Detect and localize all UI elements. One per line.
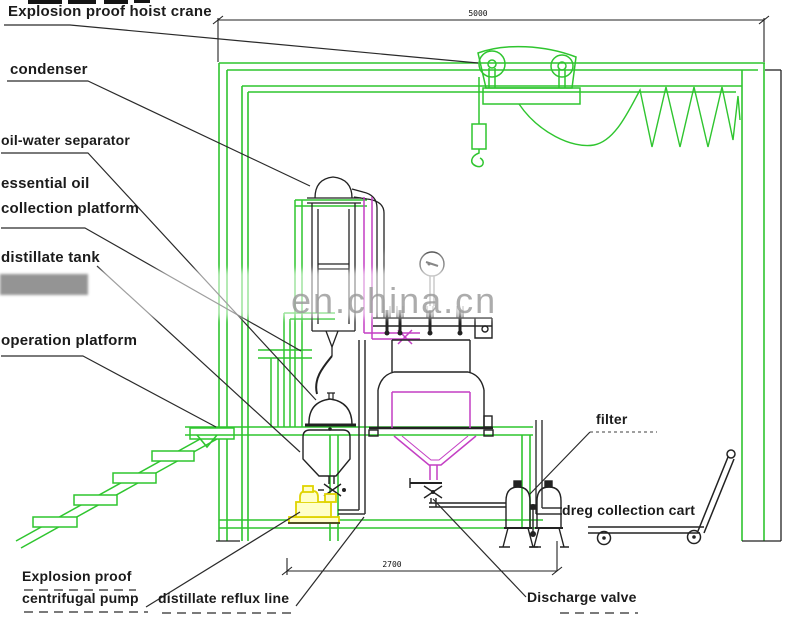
label-condenser: condenser (10, 61, 88, 78)
wall-and-ground (216, 69, 782, 542)
watermark: en.china.cn (0, 252, 560, 321)
discharge-valve-icon (409, 478, 506, 508)
reflux-pipe (338, 340, 366, 515)
dimension-top-value: 5000 (468, 9, 487, 18)
label-dreg-collection-cart: dreg collection cart (562, 502, 696, 518)
centrifugal-pump-icon (288, 485, 340, 524)
label-distillate-reflux-line: distillate reflux line (158, 590, 290, 606)
still-tank-lining (391, 391, 477, 480)
festoon-cable-icon (518, 86, 741, 148)
operation-platform-structure (185, 426, 543, 541)
label-distillate-tank: distillate tank (1, 249, 100, 266)
dimension-bottom: 2700 (281, 541, 563, 576)
label-pump-line2: centrifugal pump (22, 590, 139, 606)
label-collection-platform-line1: essential oil (1, 175, 90, 192)
label-collection-platform-line2: collection platform (1, 200, 139, 217)
blurred-watermark-bar (0, 274, 88, 295)
label-filter: filter (596, 411, 628, 427)
label-pump-line1: Explosion proof (22, 568, 132, 584)
oil-water-separator-icon (305, 392, 356, 431)
watermark-text: en.china.cn (291, 280, 497, 321)
label-discharge-valve: Discharge valve (527, 589, 637, 605)
dimension-top: 5000 (212, 9, 770, 62)
label-hoist-crane: Explosion proof hoist crane (8, 3, 212, 20)
filter-icon (499, 480, 569, 548)
dimension-bottom-value: 2700 (382, 560, 401, 569)
stairs-icon (15, 427, 235, 549)
cropped-text-remnant (28, 0, 150, 4)
dreg-cart-icon (588, 449, 736, 546)
hoist-trolley-icon (471, 45, 581, 168)
side-pipe (535, 420, 562, 515)
label-oil-water-separator: oil-water separator (1, 132, 131, 148)
label-operation-platform: operation platform (1, 332, 138, 349)
